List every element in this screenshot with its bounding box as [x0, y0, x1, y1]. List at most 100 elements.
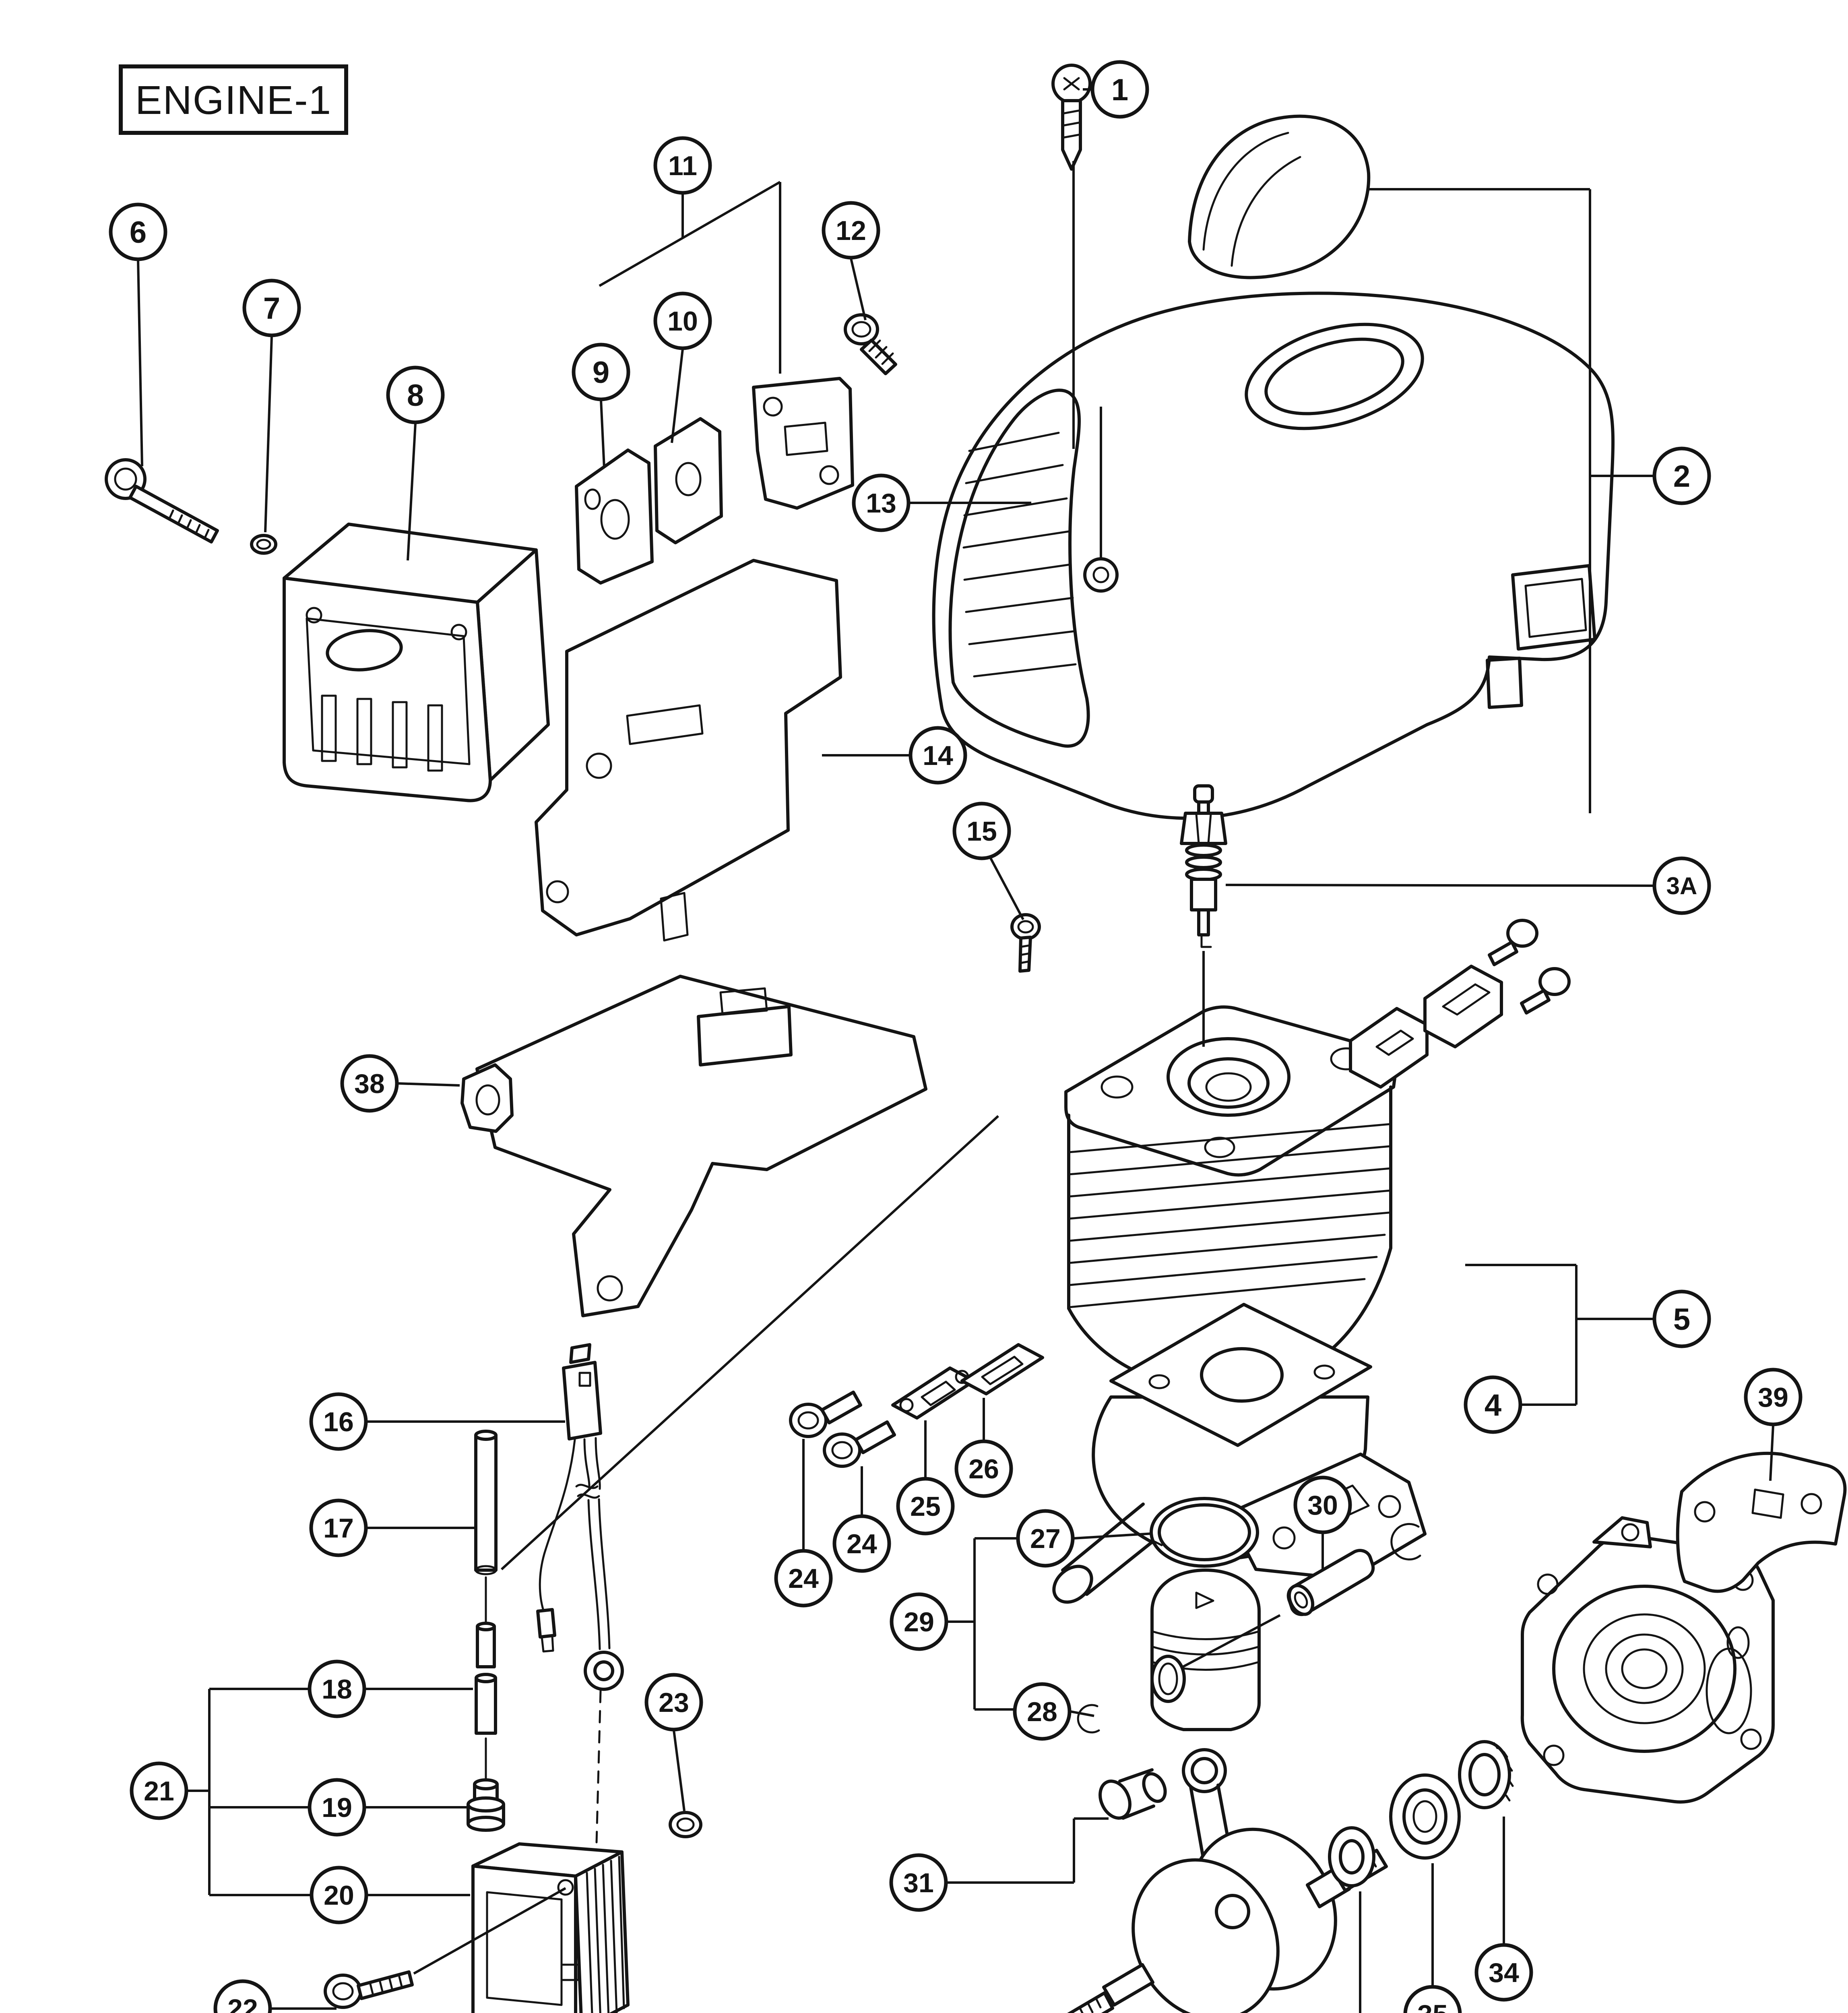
screw-threads — [1061, 109, 1082, 139]
bolt6-threads — [168, 509, 210, 540]
gasket-9 — [575, 448, 654, 585]
screw-cross-recess — [1063, 77, 1080, 91]
gasket-26-slot — [981, 1356, 1024, 1385]
cover-opening-inner — [1264, 337, 1404, 415]
plug-shell — [1190, 878, 1217, 911]
coil-mount-hole — [557, 1879, 574, 1896]
bearing-35-bore — [1412, 1800, 1437, 1833]
callout-number: 27 — [1030, 1523, 1061, 1554]
shield-outline — [535, 559, 842, 936]
leader-line — [1073, 1532, 1153, 1540]
part-bolt-6 — [105, 458, 277, 555]
muffler-outlet — [326, 629, 403, 672]
cover-outline — [932, 291, 1615, 820]
screw12-socket — [851, 321, 871, 338]
callout-27: 27 — [1016, 1509, 1075, 1568]
callout-number: 10 — [667, 306, 698, 337]
washer-23-bore — [676, 1817, 695, 1832]
part-ignition-coil — [471, 1842, 630, 2013]
callout-11: 11 — [653, 136, 712, 195]
piston-pin-boss — [1150, 1655, 1186, 1703]
bolt22-socket — [332, 1982, 354, 2001]
screw12-head — [844, 313, 879, 345]
intake-insulator — [1423, 965, 1503, 1048]
base-gasket-bore — [1200, 1347, 1284, 1403]
coil-front-panel — [486, 1891, 563, 2006]
ht-wires — [583, 1437, 611, 1650]
callout-number: 15 — [966, 816, 997, 847]
bearing-35-outer — [1389, 1773, 1461, 1860]
callout-circle — [1652, 856, 1711, 915]
callout-number: 29 — [904, 1607, 934, 1637]
intake-insulator-port — [1442, 983, 1491, 1016]
tube-18b — [475, 1676, 497, 1735]
screw12-shank — [860, 339, 897, 375]
callout-31: 31 — [889, 1853, 948, 1912]
guard-outline — [475, 975, 927, 1317]
callout-number: 1 — [1111, 73, 1128, 107]
callout-number: 34 — [1489, 1957, 1519, 1988]
tube-17 — [474, 1434, 498, 1572]
case-r-pocket2 — [1726, 1626, 1750, 1659]
muffler-front — [283, 577, 492, 802]
callout-circle — [832, 1514, 891, 1573]
bracket-slot — [784, 422, 828, 456]
leader-line — [599, 181, 781, 287]
plug-cap-window — [578, 1372, 591, 1387]
clamp-25-slot — [921, 1381, 956, 1406]
part-spark-plug — [1180, 784, 1227, 948]
callout-number: 31 — [903, 1868, 934, 1898]
tube-18b-top — [475, 1673, 497, 1683]
shield-slot — [626, 704, 704, 745]
crank-pin — [1215, 1894, 1250, 1929]
washer-36-bore — [1339, 1839, 1365, 1875]
frame: ENGINE-1 Rev.2 A 形 名 CG24EKS(1/4) — [119, 64, 348, 135]
screw24a-shank — [820, 1391, 862, 1424]
piston-pin-hole — [1158, 1662, 1178, 1695]
callout-4: 4 — [1464, 1375, 1522, 1434]
knob-outline — [1188, 114, 1371, 279]
screw24b-shank — [854, 1420, 896, 1454]
screw12-threads — [868, 339, 894, 365]
spade-tip — [541, 1635, 554, 1653]
bolt22-head — [324, 1974, 362, 2009]
vent-grill-outline — [948, 389, 1090, 748]
callout-circle — [1652, 446, 1711, 505]
callout-number: 9 — [593, 355, 609, 390]
rod-small-end-bore — [1191, 1757, 1218, 1784]
lead-axis — [595, 1690, 602, 1844]
page-title: ENGINE-1 — [135, 78, 332, 123]
case-r-hole-c — [1740, 1728, 1762, 1750]
muffler-slots — [321, 694, 443, 772]
callout-25: 25 — [896, 1477, 955, 1536]
callout-circle — [653, 136, 712, 195]
plug-insulator-tip — [1197, 908, 1210, 936]
callout-26: 26 — [954, 1439, 1013, 1498]
callout-number: 14 — [923, 740, 953, 771]
case-r-ring3 — [1605, 1633, 1684, 1704]
circlip-28 — [1077, 1704, 1100, 1734]
title-box — [119, 64, 348, 135]
needle-bearing-end2 — [1142, 1772, 1167, 1803]
leader-line — [137, 260, 143, 467]
washer-23 — [669, 1811, 702, 1838]
plate-39-notch — [1751, 1488, 1784, 1519]
callout-number: 7 — [263, 291, 280, 326]
callout-circle — [386, 366, 445, 424]
washer-7 — [250, 534, 277, 555]
plug-electrode — [1200, 934, 1212, 948]
callout-21: 21 — [130, 1761, 188, 1820]
guard-arm-hole — [597, 1275, 623, 1302]
leader-line — [500, 1115, 999, 1571]
callout-24: 24 — [832, 1514, 891, 1573]
vent-slats — [962, 432, 1077, 678]
needle-bearing-body — [1118, 1768, 1155, 1820]
washer-36 — [1328, 1826, 1375, 1887]
part-ignition-lead — [467, 1343, 702, 1844]
bracket-plate — [752, 377, 854, 510]
coil-terminal — [560, 1963, 580, 1981]
gasket-9-port — [600, 499, 630, 540]
callout-circle — [309, 1392, 368, 1451]
wire-break-marks — [575, 1484, 600, 1499]
leader-line — [264, 336, 273, 533]
